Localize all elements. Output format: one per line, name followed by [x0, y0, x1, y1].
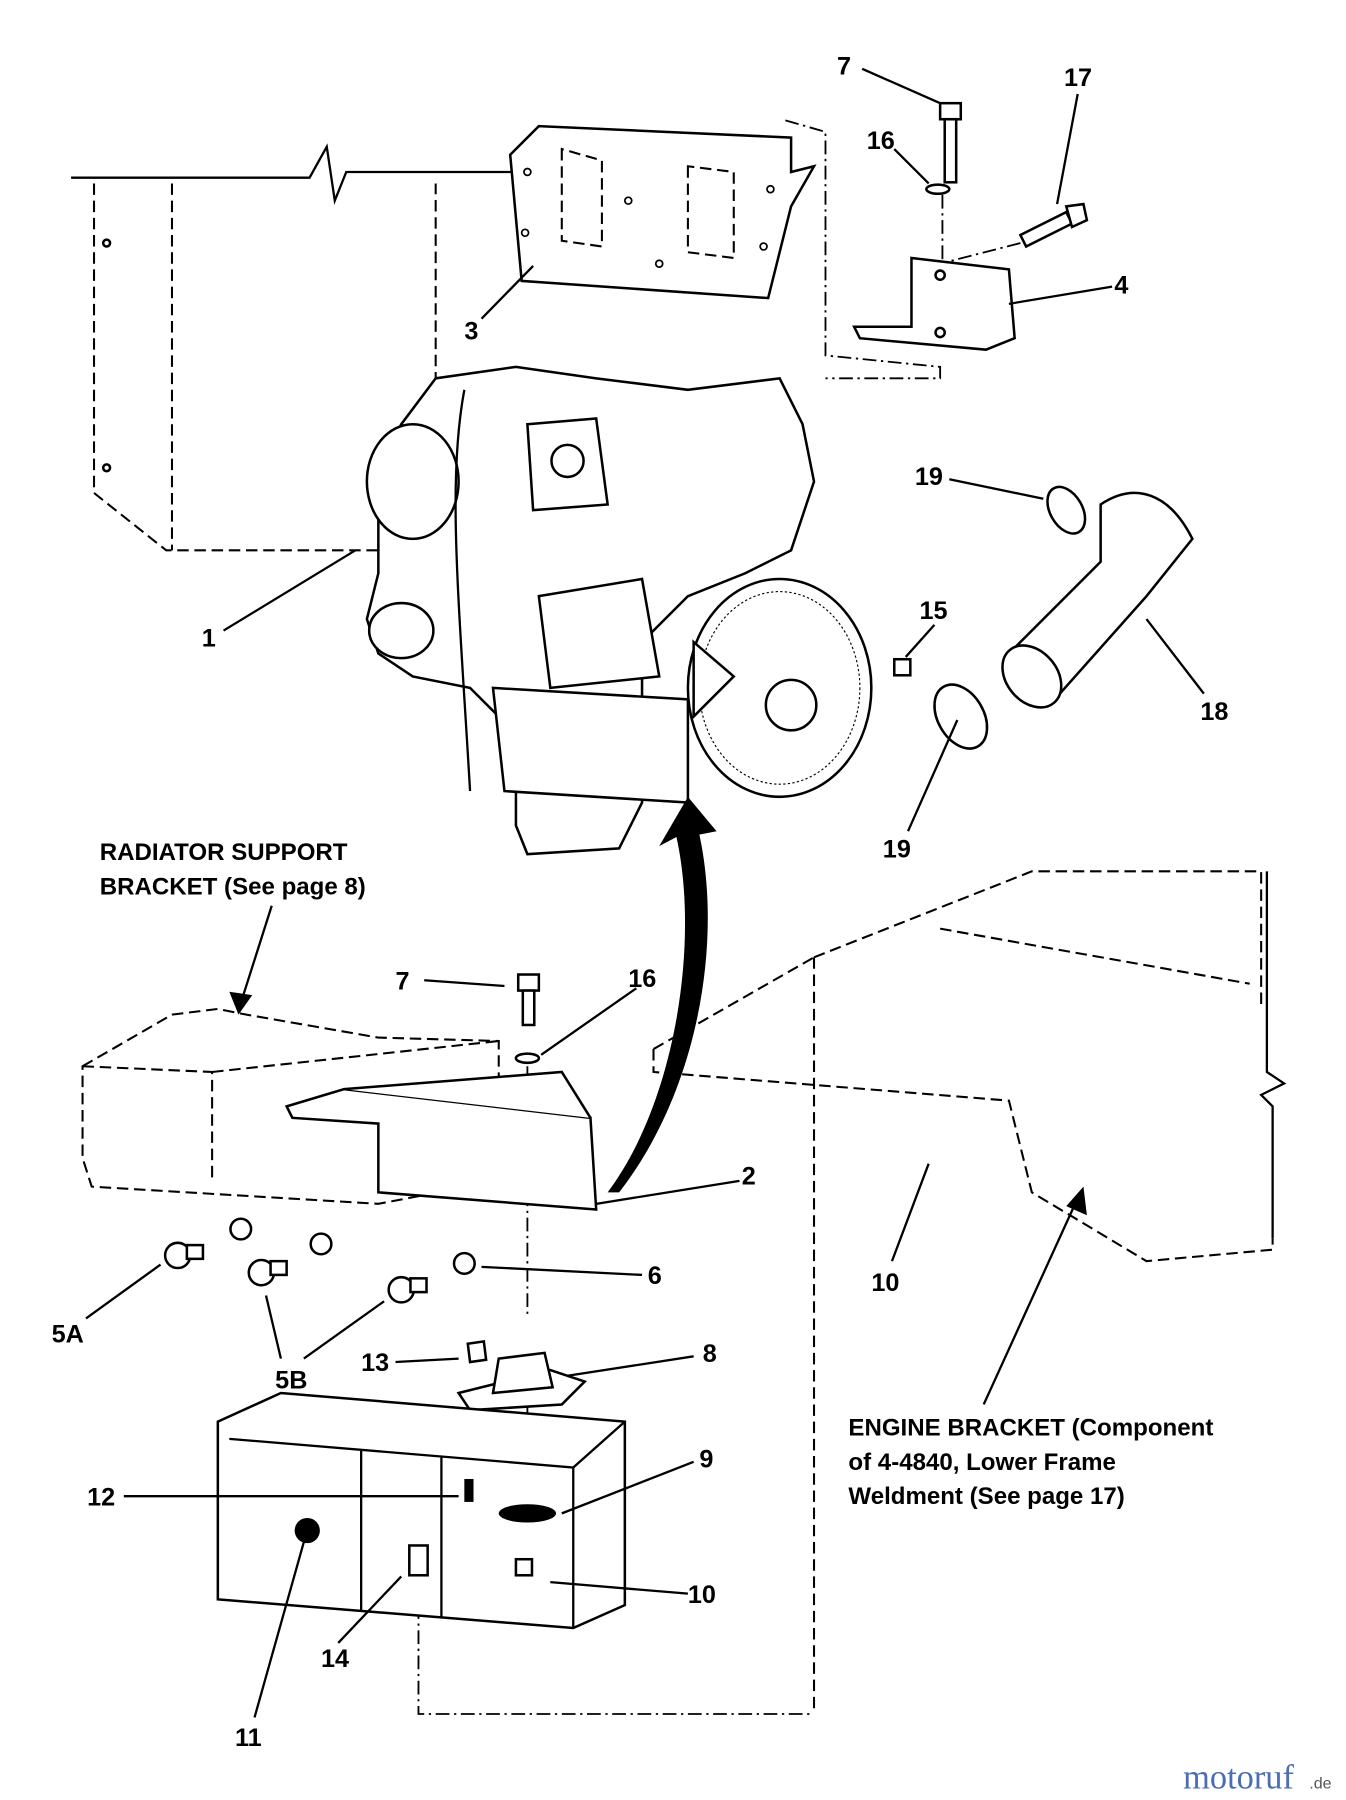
bracket-2: [284, 1070, 598, 1211]
callout-18: 18: [1200, 698, 1228, 726]
callout-14: 14: [321, 1645, 349, 1673]
watermark-brand: motoruf: [1183, 1759, 1294, 1797]
clamp-19-bottom: [933, 683, 989, 750]
callout-15: 15: [919, 597, 947, 625]
engine-bracket-frame: [652, 870, 1287, 1715]
callout-3: 3: [464, 317, 478, 345]
bolts-5-and-washers-6: [163, 1217, 476, 1304]
bracket-4: [852, 256, 1016, 351]
callout-16: 16: [867, 127, 895, 155]
callout-10: 10: [688, 1581, 716, 1609]
callout-10: 10: [871, 1269, 899, 1297]
callout-7: 7: [837, 53, 851, 81]
callout-19: 19: [883, 836, 911, 864]
bolt-17: [939, 202, 1089, 265]
callout-2: 2: [742, 1162, 756, 1190]
callout-4: 4: [1114, 272, 1128, 300]
assembly-arrow: [607, 796, 717, 1193]
bracket-3: [508, 119, 942, 380]
note-line: ENGINE BRACKET (Component: [848, 1414, 1213, 1441]
clamp-19-top: [1046, 485, 1087, 535]
callout-8: 8: [703, 1340, 717, 1368]
watermark-logo: motoruf .de: [1183, 1759, 1331, 1797]
engine: [365, 365, 873, 856]
hose-18: [1001, 491, 1194, 709]
lower-crossmember: [216, 1391, 627, 1630]
note-line: BRACKET (See page 8): [100, 873, 366, 900]
note-line: RADIATOR SUPPORT: [100, 839, 348, 866]
callout-1: 1: [202, 625, 216, 653]
note-line: Weldment (See page 17): [848, 1483, 1124, 1510]
radiator-support-bracket: [81, 1007, 500, 1205]
callout-6: 6: [648, 1262, 662, 1290]
engine-bracket-note: ENGINE BRACKET (Component of 4-4840, Low…: [848, 1414, 1213, 1510]
bolt-7-top: [925, 101, 963, 344]
callout-19: 19: [915, 463, 943, 491]
callout-16: 16: [628, 965, 656, 993]
radiator-support-note: RADIATOR SUPPORT BRACKET (See page 8): [100, 839, 366, 900]
callout-7: 7: [396, 967, 410, 995]
callout-labels: 7 17 16 3 4 19 1 15 18 19 7 16 2 6 5A 5B…: [52, 53, 1229, 1753]
note-line: of 4-4840, Lower Frame: [848, 1449, 1115, 1476]
callout-12: 12: [87, 1483, 115, 1511]
callout-5b: 5B: [275, 1366, 307, 1394]
callout-11: 11: [235, 1724, 262, 1752]
callout-13: 13: [361, 1349, 389, 1377]
nut-15: [893, 657, 912, 677]
engine-mount-8: [456, 1339, 588, 1412]
callout-5a: 5A: [52, 1321, 84, 1349]
callout-9: 9: [699, 1446, 713, 1474]
watermark-suffix: .de: [1309, 1775, 1331, 1793]
leader-lines: [85, 67, 1205, 1718]
callout-17: 17: [1064, 64, 1092, 92]
